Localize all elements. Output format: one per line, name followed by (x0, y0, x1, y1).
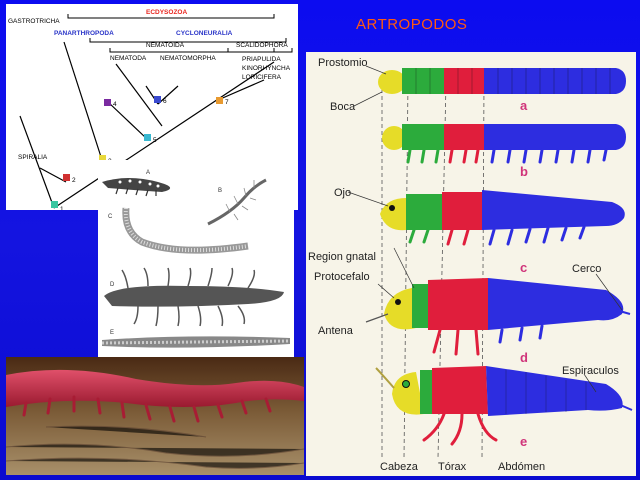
cladogram: 1 2 3 4 5 6 7 ECDYSOZOA GASTROTRICHA PAN… (8, 9, 293, 210)
sketch-label-d: D (110, 282, 115, 288)
label-protocefalo: Protocefalo (314, 271, 370, 283)
cladogram-panel: 1 2 3 4 5 6 7 ECDYSOZOA GASTROTRICHA PAN… (6, 4, 298, 210)
node-5-marker (144, 134, 151, 141)
arthropod-stages: a b c d e Prostomio Boca Ojo Region gnat… (308, 57, 633, 473)
panarthropoda-label: PANARTHROPODA (54, 30, 114, 37)
node-1-label: 1 (60, 206, 64, 210)
ecdysozoa-bracket (67, 14, 275, 19)
stage-a-letter: a (520, 98, 528, 113)
scalidophora-label: SCALIDOPHORA (236, 42, 288, 49)
sketch-label-e: E (110, 330, 114, 336)
ecdysozoa-label: ECDYSOZOA (146, 9, 187, 16)
node-3-marker (99, 155, 106, 162)
velvet-worm-photo (6, 357, 304, 475)
sketch-e-thin-worm (101, 336, 291, 348)
sketch-a-lobopodian (102, 178, 171, 197)
node-7-marker (216, 97, 223, 104)
label-ojo: Ojo (334, 187, 351, 199)
label-prostomio: Prostomio (318, 57, 368, 69)
label-antena: Antena (318, 325, 354, 337)
sketch-label-c: C (108, 214, 113, 220)
tree-branches (19, 41, 275, 209)
label-cerco: Cerco (572, 263, 601, 275)
label-abdomen: Abdómen (498, 461, 545, 473)
node-1-marker (51, 201, 58, 208)
worm-body (6, 369, 304, 407)
nematoida-label: NEMATOIDA (146, 42, 185, 49)
worm-sketches-panel: A B C D E (98, 160, 294, 358)
node-7-label: 7 (225, 99, 229, 106)
label-region-gnatal: Region gnatal (308, 251, 376, 263)
sketch-label-b: B (218, 188, 222, 194)
arthropod-tagmosis-diagram: a b c d e Prostomio Boca Ojo Region gnat… (306, 52, 636, 476)
sketch-b-spiny-worm (207, 178, 267, 226)
label-torax: Tórax (438, 461, 467, 473)
node-6-label: 6 (163, 98, 167, 105)
scalidophora-bracket (227, 48, 293, 53)
stage-c-worm (380, 190, 625, 246)
sketch-c-segmented-worm (122, 207, 249, 254)
loricifera-label: LORICIFERA (242, 74, 282, 81)
slide-title: ARTROPODOS (356, 16, 468, 33)
stage-b-worm (382, 124, 626, 164)
sketch-d-legged-worm (104, 267, 284, 327)
node-6-marker (154, 96, 161, 103)
stage-b-letter: b (520, 164, 528, 179)
stage-e-worm (375, 366, 633, 446)
stage-c-letter: c (520, 260, 527, 275)
label-espiraculos: Espiraculos (562, 365, 619, 377)
nematomorpha-label: NEMATOMORPHA (160, 55, 216, 62)
kinorhyncha-label: KINORHYNCHA (242, 65, 291, 72)
node-4-label: 4 (113, 101, 117, 108)
stage-a-worm (378, 68, 626, 94)
node-5-label: 5 (153, 137, 157, 144)
node-2-label: 2 (72, 177, 76, 184)
priapulida-label: PRIAPULIDA (242, 56, 281, 63)
label-cabeza: Cabeza (380, 461, 419, 473)
node-2-marker (63, 174, 70, 181)
worm-sketches: A B C D E (101, 170, 291, 348)
spiralia-label: SPIRALIA (18, 154, 48, 161)
stage-d-worm (365, 278, 631, 356)
nematoda-label: NEMATODA (110, 55, 147, 62)
stage-e-letter: e (520, 434, 527, 449)
panarthropoda-bracket (89, 38, 287, 43)
label-boca: Boca (330, 101, 356, 113)
gastrotricha-label: GASTROTRICHA (8, 18, 60, 25)
sketch-label-a: A (146, 170, 150, 176)
velvet-worm-illustration (6, 357, 304, 475)
stage-d-letter: d (520, 350, 528, 365)
node-4-marker (104, 99, 111, 106)
cycloneuralia-label: CYCLONEURALIA (176, 30, 233, 37)
nematoida-bracket (109, 48, 275, 53)
